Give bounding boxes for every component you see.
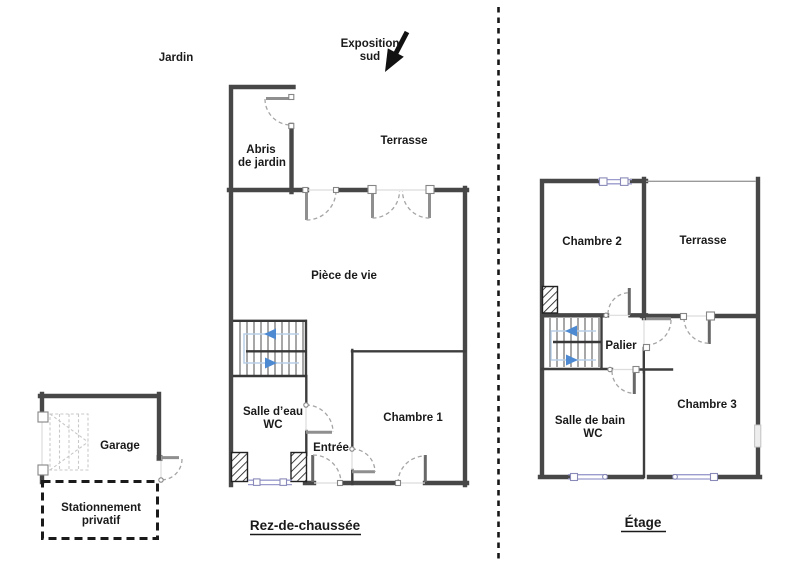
- et-inner-walls: [540, 316, 674, 479]
- label-chambre2: Chambre 2: [562, 236, 621, 248]
- label-piece-de-vie: Pièce de vie: [311, 270, 377, 282]
- gf-opening-markers: [156, 93, 435, 487]
- et-stair-arrow-up-icon: [565, 325, 577, 337]
- gf-door-leaves: [161, 97, 431, 474]
- label-entree: Entrée: [313, 442, 349, 454]
- label-stationnement-line2: privatif: [82, 515, 121, 527]
- gf-hatched-wall-blocks: [230, 451, 308, 483]
- parking-dashed-outline: [41, 480, 159, 540]
- et-window-north: [598, 177, 632, 186]
- et-staircase: [549, 318, 601, 367]
- et-labels: Chambre 2 Terrasse Palier Chambre 3 Sall…: [555, 235, 737, 533]
- gf-stair-guide: [243, 333, 299, 364]
- label-garage: Garage: [100, 440, 140, 452]
- label-salle-eau-line2: WC: [263, 419, 282, 431]
- et-stair-arrow-down-icon: [566, 354, 578, 366]
- gf-inner-walls: [304, 319, 467, 486]
- garage-walls: [37, 391, 162, 485]
- label-stationnement-line1: Stationnement: [61, 502, 141, 514]
- gf-stair-arrow-up-icon: [264, 328, 276, 340]
- gf-door-swing-arcs: [160, 98, 430, 484]
- label-jardin: Jardin: [159, 52, 194, 64]
- gf-staircase: [233, 319, 307, 378]
- et-stair-guide: [550, 330, 596, 361]
- gf-stair-edges: [233, 319, 307, 378]
- label-exposition-line1: Exposition: [341, 38, 400, 50]
- gf-labels: Jardin Exposition sud Abris de jardin Te…: [61, 38, 443, 536]
- label-chambre1: Chambre 1: [383, 412, 443, 424]
- label-salle-bain-line2: WC: [583, 428, 602, 440]
- gf-garage: [37, 391, 162, 485]
- et-window-south-left: [568, 472, 608, 482]
- gf-door-leaves-dark: [311, 455, 427, 482]
- et-window-east: [754, 424, 762, 448]
- gf-stair-arrow-down-icon: [265, 357, 277, 369]
- label-salle-bain-line1: Salle de bain: [555, 415, 625, 427]
- garage-door-symbol: [49, 413, 89, 471]
- gf-stair-treads: [239, 322, 304, 375]
- et-window-south-right: [672, 472, 719, 482]
- et-title: Étage: [625, 515, 662, 530]
- label-chambre3: Chambre 3: [677, 399, 736, 411]
- et-opening-thresholds: [608, 314, 713, 371]
- label-abris-line1: Abris: [246, 144, 275, 156]
- label-terrasse-gf: Terrasse: [380, 135, 427, 147]
- label-abris-line2: de jardin: [238, 157, 286, 169]
- gf-outer-walls: [226, 84, 470, 488]
- et-door-swing-arcs: [607, 292, 710, 394]
- et-opening-markers: [603, 311, 716, 374]
- ground-floor-plan: Jardin Exposition sud Abris de jardin Te…: [37, 30, 470, 540]
- et-outer-walls: [537, 176, 763, 480]
- label-exposition-line2: sud: [360, 51, 380, 63]
- gf-opening-thresholds: [41, 189, 432, 484]
- label-terrasse-et: Terrasse: [679, 235, 726, 247]
- label-palier: Palier: [605, 340, 637, 352]
- et-door-leaves-dark: [627, 288, 711, 394]
- et-hatched-wall-block: [541, 285, 559, 314]
- gf-window-south: [248, 478, 292, 486]
- gf-title: Rez-de-chaussée: [250, 518, 361, 533]
- label-salle-eau-line1: Salle d’eau: [243, 406, 303, 418]
- upper-floor-plan: Chambre 2 Terrasse Palier Chambre 3 Sall…: [537, 176, 763, 533]
- south-exposure-arrow-icon: [385, 30, 410, 72]
